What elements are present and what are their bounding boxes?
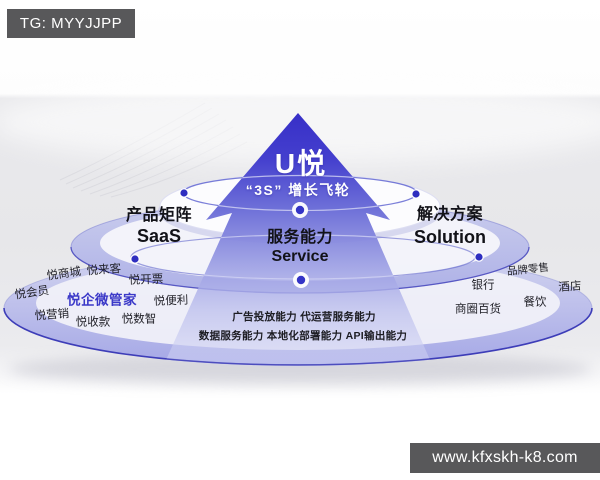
industry-label: 餐饮 [523, 296, 547, 309]
product-label: 悦收款 [75, 316, 111, 329]
node-dot-middle-right [474, 252, 484, 262]
product-label-featured: 悦企微管家 [67, 292, 137, 308]
product-label: 悦数智 [121, 313, 157, 326]
ground-shadow [8, 353, 592, 385]
product-label: 悦来客 [86, 263, 122, 278]
brand-tagline: “3S” 增长飞轮 [245, 182, 351, 198]
tier-solution-subtitle: Solution [414, 227, 486, 247]
tier-product-title: 产品矩阵 [125, 207, 193, 224]
growth-pyramid [166, 113, 430, 367]
capability-line-1: 广告投放能力 代运营服务能力 [232, 310, 376, 323]
tier-product-subtitle: SaaS [136, 226, 182, 246]
node-dot-top-left [179, 188, 189, 198]
node-dot-top-right [411, 189, 421, 199]
website-watermark: www.kfxskh-k8.com [410, 443, 600, 473]
tier-solution-title: 解决方案 [416, 206, 484, 223]
product-label: 悦便利 [153, 294, 189, 308]
brand-logo: U悦 [274, 148, 328, 179]
node-dot-middle-left [130, 254, 140, 264]
industry-label: 酒店 [558, 280, 582, 295]
telegram-watermark: TG: MYYJJPP [7, 9, 135, 38]
industry-label: 银行 [471, 279, 495, 292]
product-label: 悦营销 [34, 308, 70, 323]
node-dot-service-bottom [293, 272, 309, 288]
product-label: 悦开票 [128, 273, 164, 287]
tier-service-title: 服务能力 [266, 229, 334, 246]
node-dot-service-top [292, 202, 308, 218]
capability-line-2: 数据服务能力 本地化部署能力 API输出能力 [198, 329, 408, 342]
tier-service-subtitle: Service [271, 248, 329, 265]
industry-label: 商圈百货 [455, 303, 501, 316]
